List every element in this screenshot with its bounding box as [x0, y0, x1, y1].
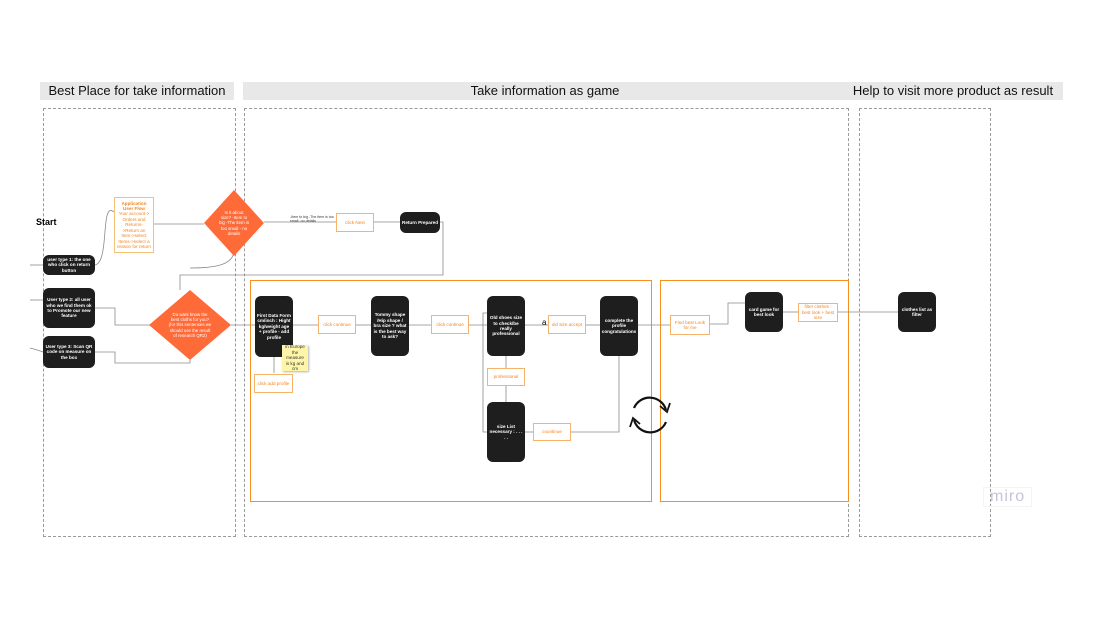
user-type-1-node[interactable]: user type 1: the one who click on return… [43, 255, 95, 275]
size-branch-label: -Item to big -The item is too small -no … [290, 215, 334, 224]
game-flow-frame [250, 280, 652, 502]
tommy-shape-node[interactable]: Tommy shape /Hip shape / bra size ? what… [371, 296, 409, 356]
return-prepared-node[interactable]: Return Prepared [400, 212, 440, 233]
start-label: Start [36, 217, 57, 227]
find-best-look-node[interactable]: Find best Look for me [670, 315, 710, 335]
a-label: a [542, 318, 547, 327]
section-title-take-information: Take information as game [243, 82, 847, 100]
continue-node[interactable]: countinue [533, 423, 571, 441]
size-question-text: Is it about size? -Item to big -The item… [219, 209, 250, 236]
size-question-diamond[interactable]: Is it about size? -Item to big -The item… [204, 190, 264, 256]
application-user-flow-node[interactable]: Application User Flow Your account-> Ord… [114, 197, 154, 253]
click-continue-node[interactable]: click continue [318, 315, 356, 334]
filter-clothes-node[interactable]: filter clothes : best look + best size [798, 303, 838, 322]
card-game-node[interactable]: card game for best look [745, 292, 783, 332]
complete-profile-node[interactable]: complete the profile congratulations [600, 296, 638, 356]
old-size-accept-node[interactable]: old size accept [548, 315, 586, 334]
old-shoes-size-node[interactable]: Old shoes size to check/be really profes… [487, 296, 525, 356]
app-flow-title: Application User Flow [121, 200, 147, 212]
click-continue-node-2[interactable]: click continue [431, 315, 469, 334]
frame-help-visit [859, 108, 991, 537]
best-clothes-text: Do want know the best cloths for you? (f… [168, 311, 212, 338]
section-title-help-visit: Help to visit more product as result [843, 82, 1063, 100]
click-next-node[interactable]: click Next [336, 213, 374, 232]
best-clothes-diamond[interactable]: Do want know the best cloths for you? (f… [149, 290, 231, 360]
section-title-best-place: Best Place for take information [40, 82, 234, 100]
app-flow-body: Your account-> Orders and Returns->Retur… [117, 211, 151, 249]
user-type-2-node[interactable]: User type 2: all user who we find them o… [43, 288, 95, 328]
sticky-note[interactable]: in Europe the measure is kg and cm [282, 344, 308, 371]
result-flow-frame [660, 280, 849, 502]
user-type-3-node[interactable]: User type 3: Scan QR code on measure on … [43, 336, 95, 368]
clothes-list-node[interactable]: clothes list as filter [898, 292, 936, 332]
miro-watermark: miro [983, 487, 1033, 507]
size-list-node[interactable]: size List necessary : . . . . . [487, 402, 525, 462]
click-add-profile-node[interactable]: click add profile [254, 374, 293, 393]
refresh-icon [629, 396, 671, 434]
professional-node[interactable]: professional [487, 368, 525, 386]
